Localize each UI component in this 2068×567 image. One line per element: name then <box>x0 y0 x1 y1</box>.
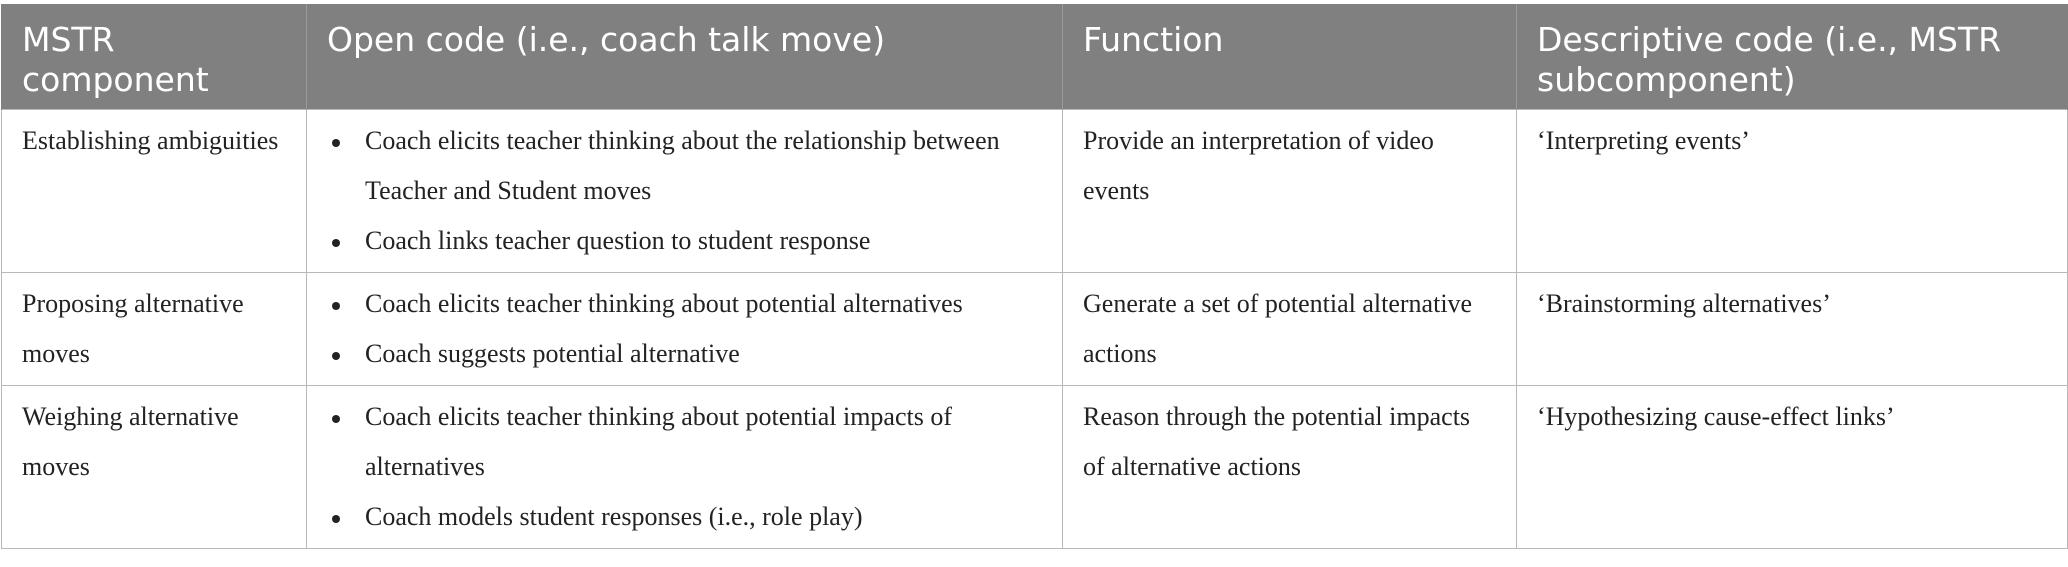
open-code-cell: Coach elicits teacher thinking about the… <box>306 109 1063 273</box>
function-cell: Reason through the potential impacts of … <box>1062 385 1517 549</box>
header-function: Function <box>1062 4 1517 110</box>
list-item: Coach models student responses (i.e., ro… <box>327 492 1042 542</box>
list-item: Coach elicits teacher thinking about the… <box>327 116 1042 216</box>
coding-table: MSTR component Open code (i.e., coach ta… <box>1 4 2068 549</box>
mstr-component-cell: Establishing ambiguities <box>1 109 307 273</box>
open-code-list: Coach elicits teacher thinking about the… <box>327 116 1042 266</box>
header-mstr-component: MSTR component <box>1 4 307 110</box>
table-row: Proposing alternative moves Coach elicit… <box>1 272 2068 386</box>
list-item: Coach links teacher question to student … <box>327 216 1042 266</box>
mstr-component-cell: Proposing alternative moves <box>1 272 307 386</box>
open-code-list: Coach elicits teacher thinking about pot… <box>327 392 1042 542</box>
open-code-cell: Coach elicits teacher thinking about pot… <box>306 272 1063 386</box>
function-cell: Generate a set of potential alternative … <box>1062 272 1517 386</box>
list-item: Coach elicits teacher thinking about pot… <box>327 392 1042 492</box>
table-row: Weighing alternative moves Coach elicits… <box>1 385 2068 549</box>
function-cell: Provide an interpretation of video event… <box>1062 109 1517 273</box>
list-item: Coach elicits teacher thinking about pot… <box>327 279 1042 329</box>
table-row: Establishing ambiguities Coach elicits t… <box>1 109 2068 273</box>
coding-table-container: MSTR component Open code (i.e., coach ta… <box>0 4 2068 549</box>
open-code-cell: Coach elicits teacher thinking about pot… <box>306 385 1063 549</box>
descriptive-code-cell: ‘Hypothesizing cause-effect links’ <box>1516 385 2068 549</box>
open-code-list: Coach elicits teacher thinking about pot… <box>327 279 1042 379</box>
descriptive-code-cell: ‘Brainstorming alternatives’ <box>1516 272 2068 386</box>
header-row: MSTR component Open code (i.e., coach ta… <box>1 4 2068 110</box>
header-descriptive-code: Descriptive code (i.e., MSTR subcomponen… <box>1516 4 2068 110</box>
mstr-component-cell: Weighing alternative moves <box>1 385 307 549</box>
descriptive-code-cell: ‘Interpreting events’ <box>1516 109 2068 273</box>
header-open-code: Open code (i.e., coach talk move) <box>306 4 1063 110</box>
list-item: Coach suggests potential alternative <box>327 329 1042 379</box>
